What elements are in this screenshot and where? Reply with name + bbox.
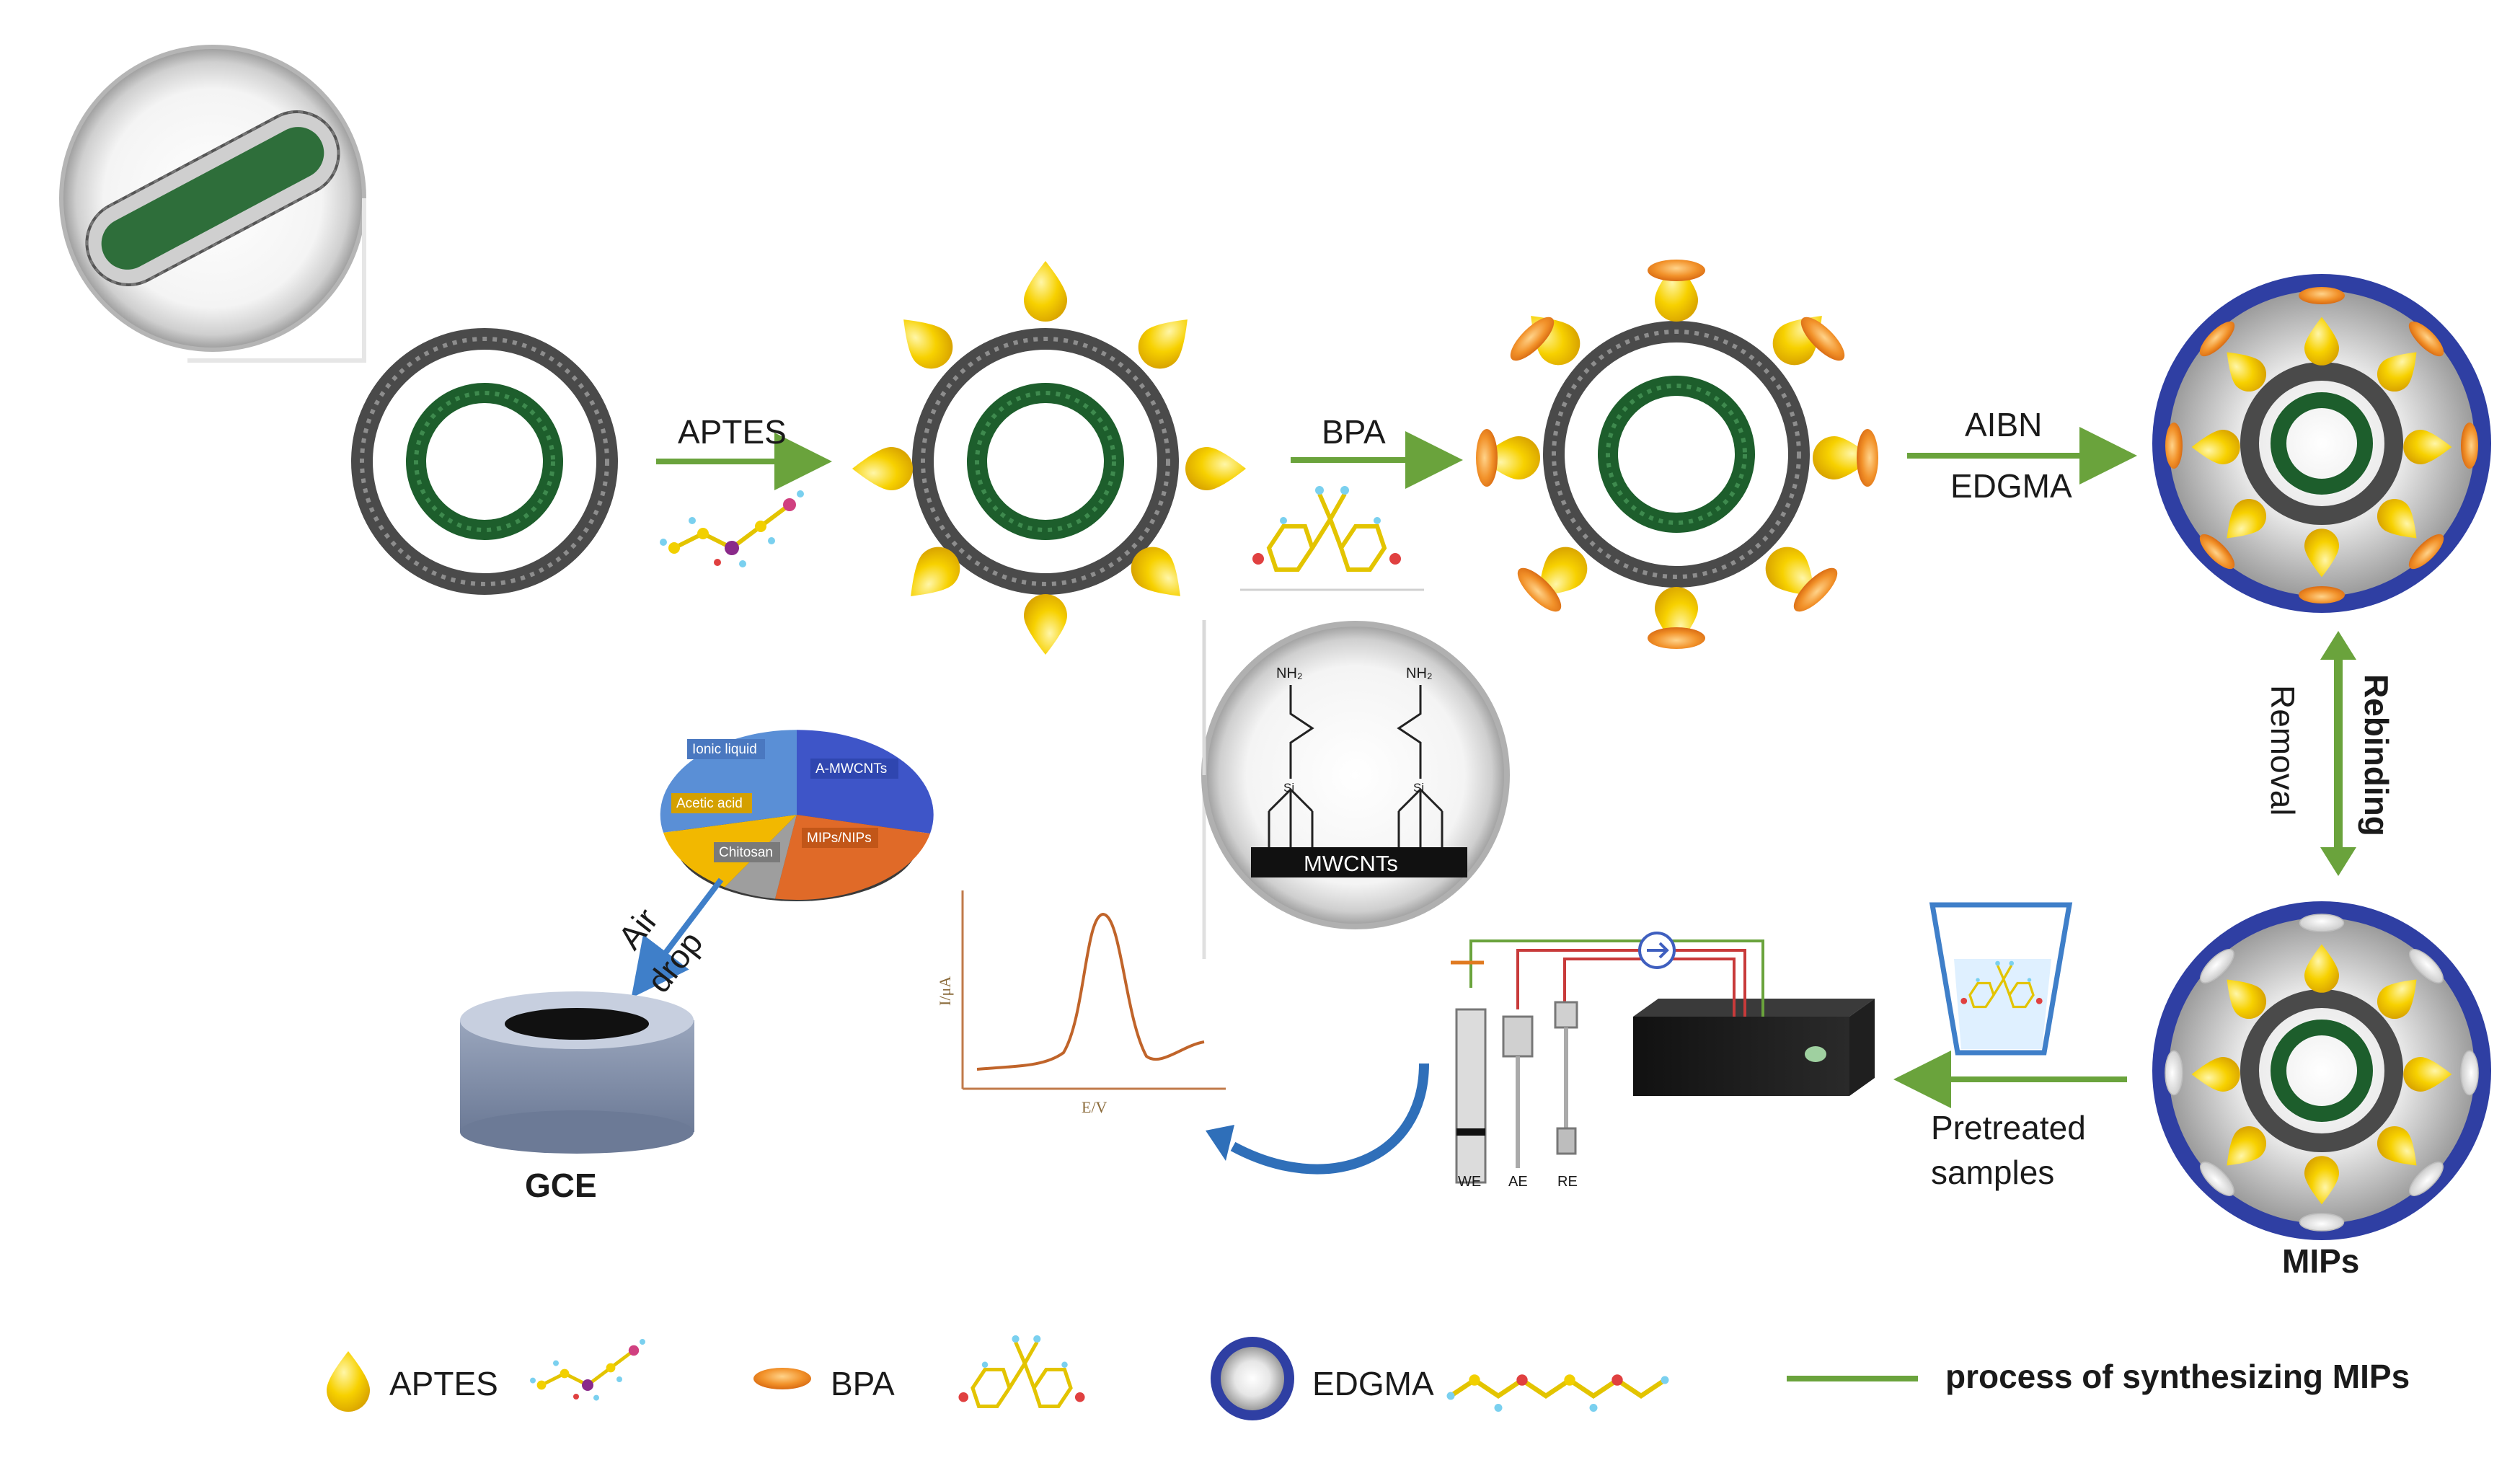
- gce-electrode: GCE: [460, 991, 694, 1204]
- bpa-step-label: BPA: [1322, 413, 1386, 451]
- pretreated-samples-step: Pretreated samples: [1893, 902, 2127, 1191]
- stage-mwcnt: [362, 339, 607, 584]
- rebinding-label: Rebinding: [2358, 674, 2395, 836]
- auxiliary-electrode: AE: [1502, 1015, 1534, 1190]
- pie-mips-nips: MIPs/NIPs: [807, 831, 872, 846]
- dpv-curve: [976, 912, 1205, 1071]
- legend-aptes: APTES: [389, 1365, 498, 1402]
- gce-label: GCE: [525, 1167, 597, 1204]
- beaker: [1929, 902, 2073, 1056]
- composition-pie: Ionic liquid A-MWCNTs Acetic acid Chitos…: [660, 730, 934, 901]
- y-axis-label: I/μA: [936, 976, 954, 1006]
- removal-rebinding: Removal Rebinding: [2264, 631, 2395, 876]
- air-label: Air: [611, 901, 666, 956]
- stage-bpa-bound: [1476, 260, 1878, 649]
- polymerization-step: AIBN EDGMA: [1907, 406, 2137, 505]
- ae-label: AE: [1508, 1174, 1528, 1190]
- legend-bpa: BPA: [831, 1365, 895, 1402]
- aptes-step: APTES: [656, 413, 832, 567]
- pie-chitosan: Chitosan: [719, 845, 773, 860]
- stage-mips: MIPs: [2152, 901, 2491, 1280]
- aptes-drops: [852, 261, 1246, 655]
- x-axis-label: E/V: [1082, 1098, 1108, 1116]
- re-label: RE: [1557, 1174, 1578, 1190]
- pie-a-mwcnts: A-MWCNTs: [815, 761, 887, 777]
- bpa-step: BPA: [1240, 413, 1463, 591]
- working-electrode: WE: [1455, 1008, 1487, 1190]
- si-left: Si: [1283, 781, 1294, 795]
- legend-aptes-icon: [327, 1351, 370, 1412]
- cycle-arrow: [1230, 1063, 1429, 1175]
- mips-label: MIPs: [2282, 1242, 2359, 1280]
- legend-bpa-icon: [753, 1368, 811, 1389]
- voltammogram: I/μA E/V: [936, 890, 1226, 1116]
- nanotube-lens: [59, 45, 366, 363]
- electrochemical-setup: WE AE RE: [1206, 932, 1875, 1190]
- surface-chemistry-lens: MWCNTs NH₂ NH₂ Si Si: [1201, 620, 1510, 959]
- pie-acetic-acid: Acetic acid: [676, 796, 743, 811]
- legend: APTES BPA EDGMA process of synthesizing …: [327, 1335, 2410, 1420]
- mwcnts-label: MWCNTs: [1304, 851, 1398, 876]
- edgma-step-label: EDGMA: [1950, 467, 2072, 505]
- legend-process: process of synthesizing MIPs: [1945, 1358, 2410, 1395]
- reference-electrode: RE: [1554, 1001, 1578, 1190]
- removal-label: Removal: [2264, 685, 2302, 816]
- legend-edgma: EDGMA: [1312, 1365, 1434, 1402]
- stage-aptes-modified: [852, 261, 1246, 655]
- si-right: Si: [1413, 781, 1424, 795]
- stage-imprinted-with-bpa: [2152, 274, 2491, 613]
- nh2-left: NH₂: [1276, 666, 1303, 681]
- pretreated-label-1: Pretreated: [1931, 1109, 2086, 1146]
- pie-ionic-liquid: Ionic liquid: [692, 742, 757, 757]
- air-drop-step: Air drop: [611, 877, 724, 999]
- we-label: WE: [1458, 1174, 1481, 1190]
- nh2-right: NH₂: [1406, 666, 1433, 681]
- mwcnts-substrate: [1251, 847, 1467, 877]
- aibn-step-label: AIBN: [1965, 406, 2042, 443]
- pretreated-label-2: samples: [1931, 1154, 2054, 1191]
- aptes-step-label: APTES: [678, 413, 787, 451]
